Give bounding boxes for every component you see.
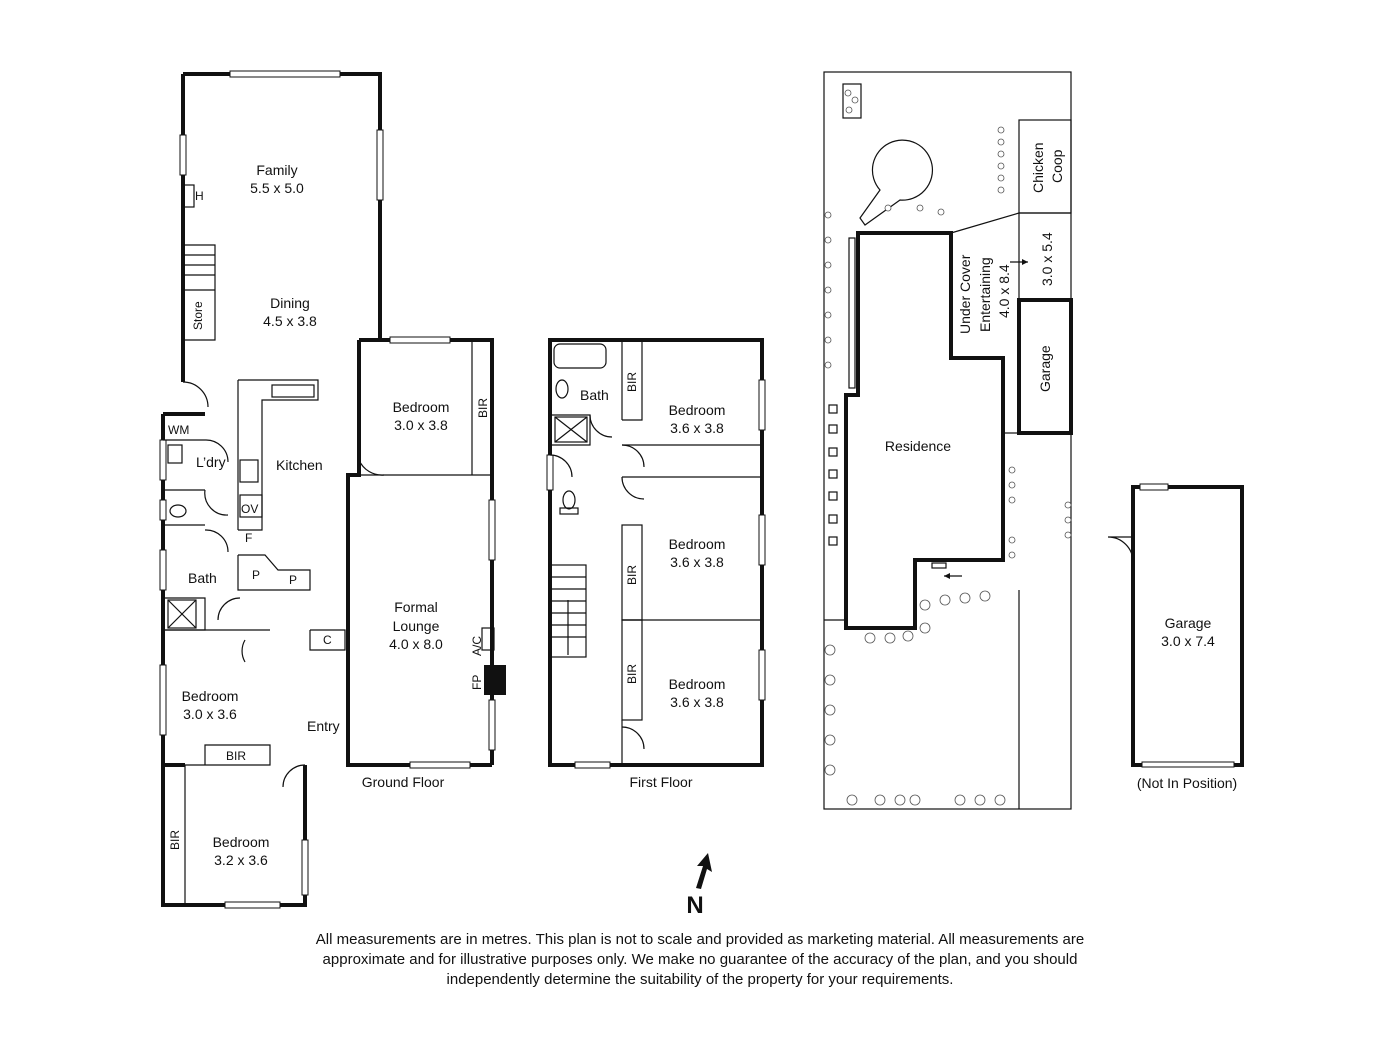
- bedroom-rear-label: Bedroom: [393, 399, 450, 415]
- laundry-label: L’dry: [196, 454, 226, 470]
- ground-floor-caption: Ground Floor: [362, 774, 445, 790]
- kitchen-label: Kitchen: [276, 457, 323, 473]
- wm-label: WM: [168, 423, 189, 437]
- site-garage-label: Garage: [1037, 345, 1053, 392]
- bir-front-label: BIR: [168, 830, 182, 850]
- disclaimer-line-3: independently determine the suitability …: [446, 971, 954, 988]
- ground-floor-plan: [159, 70, 506, 909]
- ff-bedroom-2-dims: 3.6 x 3.8: [670, 554, 724, 570]
- f-label: F: [245, 531, 252, 545]
- disclaimer: All measurements are in metres. This pla…: [200, 930, 1200, 990]
- gf-bath-label: Bath: [188, 570, 217, 586]
- bedroom-front-label: Bedroom: [213, 834, 270, 850]
- family-label: Family: [256, 162, 297, 178]
- bedroom-mid-label: Bedroom: [182, 688, 239, 704]
- fp-label: FP: [470, 675, 484, 690]
- ff-bath-label: Bath: [580, 387, 609, 403]
- bir-mid-label: BIR: [226, 749, 246, 763]
- lounge-label-1: Formal: [394, 599, 438, 615]
- chicken-coop-label-2: Coop: [1049, 149, 1065, 183]
- bedroom-rear-dims: 3.0 x 3.8: [394, 417, 448, 433]
- shed-dims: 3.0 x 5.4: [1039, 232, 1055, 286]
- bir-rear-label: BIR: [476, 398, 490, 418]
- first-floor-plan: [546, 338, 766, 769]
- north-label: N: [686, 892, 703, 919]
- family-dims: 5.5 x 5.0: [250, 180, 304, 196]
- pantry-2-label: P: [289, 573, 297, 587]
- entertaining-label-1: Under Cover: [957, 254, 973, 334]
- ff-bir-2-label: BIR: [625, 565, 639, 585]
- dining-dims: 4.5 x 3.8: [263, 313, 317, 329]
- ff-bedroom-2-label: Bedroom: [669, 536, 726, 552]
- entry-label: Entry: [307, 718, 340, 734]
- ff-bedroom-1-label: Bedroom: [669, 402, 726, 418]
- detached-garage-label: Garage: [1165, 615, 1212, 631]
- entertaining-label-2: Entertaining: [977, 257, 993, 332]
- first-floor-caption: First Floor: [630, 774, 693, 790]
- site-plan: [823, 71, 1073, 810]
- h-marker: H: [195, 189, 204, 203]
- ff-bedroom-3-dims: 3.6 x 3.8: [670, 694, 724, 710]
- detached-garage-caption: (Not In Position): [1137, 775, 1237, 791]
- ff-bedroom-3-label: Bedroom: [669, 676, 726, 692]
- lounge-dims: 4.0 x 8.0: [389, 636, 443, 652]
- detached-garage-plan: [1107, 483, 1244, 768]
- disclaimer-line-2: approximate and for illustrative purpose…: [322, 951, 1078, 968]
- ov-label: OV: [241, 502, 258, 516]
- chicken-coop-label-1: Chicken: [1030, 142, 1046, 193]
- dining-label: Dining: [270, 295, 310, 311]
- residence-label: Residence: [885, 438, 951, 454]
- c-label: C: [323, 633, 332, 647]
- lounge-label-2: Lounge: [393, 618, 440, 634]
- disclaimer-line-1: All measurements are in metres. This pla…: [315, 931, 1085, 948]
- north-arrow-icon: [696, 853, 712, 889]
- bedroom-front-dims: 3.2 x 3.6: [214, 852, 268, 868]
- ff-bir-3-label: BIR: [625, 664, 639, 684]
- store-label: Store: [191, 301, 205, 330]
- ac-label: A/C: [470, 636, 484, 656]
- ff-bedroom-1-dims: 3.6 x 3.8: [670, 420, 724, 436]
- bedroom-mid-dims: 3.0 x 3.6: [183, 706, 237, 722]
- entertaining-dims: 4.0 x 8.4: [996, 264, 1012, 318]
- detached-garage-dims: 3.0 x 7.4: [1161, 633, 1215, 649]
- ff-bir-1-label: BIR: [625, 372, 639, 392]
- pantry-1-label: P: [252, 568, 260, 582]
